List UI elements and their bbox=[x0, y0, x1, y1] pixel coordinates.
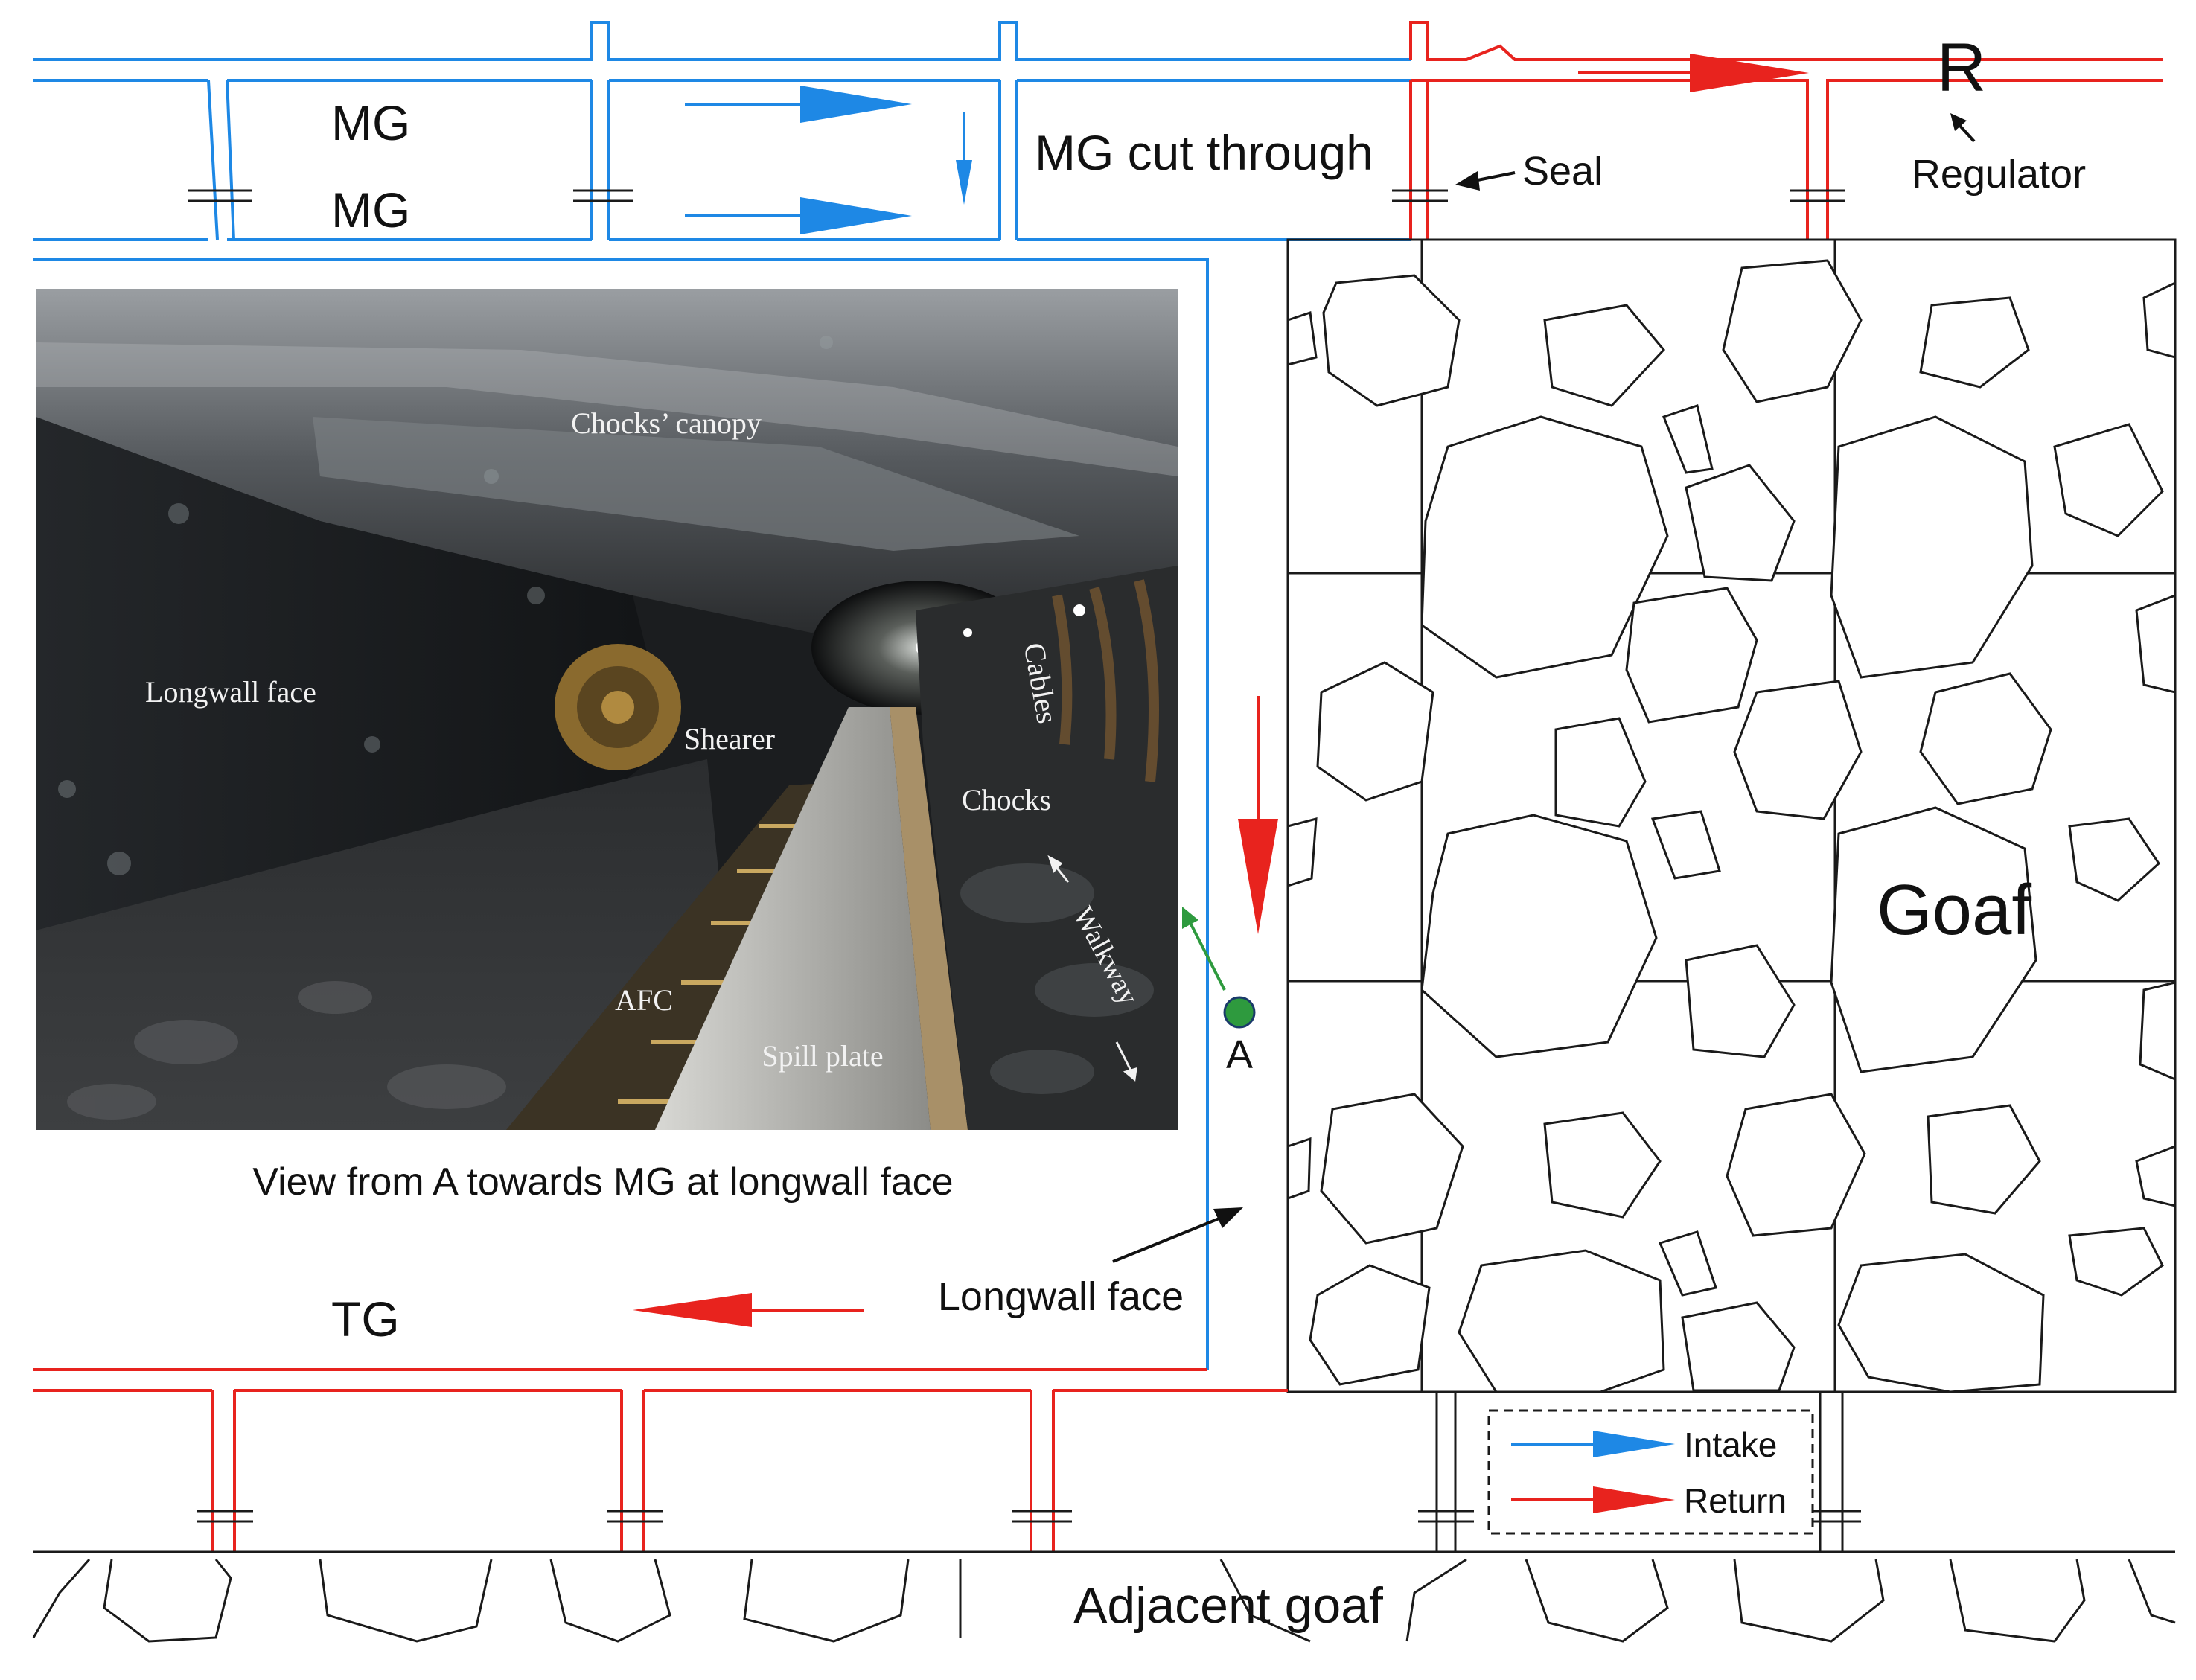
walkway-arrows bbox=[1047, 855, 1137, 1082]
goaf-block bbox=[1286, 238, 2177, 1393]
longwall-photo: Chocks’ canopy Longwall face Shearer Cab… bbox=[36, 289, 1178, 1130]
return-flow-arrows bbox=[633, 54, 1809, 1327]
photo-label-chocks: Chocks bbox=[962, 783, 1051, 817]
longwall-face-annotation: Longwall face bbox=[938, 1207, 1243, 1319]
intake-arrow-icon bbox=[1593, 1431, 1675, 1457]
legend: Intake Return bbox=[1487, 1409, 1814, 1535]
photo-label-shearer: Shearer bbox=[684, 722, 775, 756]
return-arrow-icon bbox=[1593, 1486, 1675, 1513]
intake-flow-arrows bbox=[685, 86, 972, 234]
legend-intake-label: Intake bbox=[1684, 1425, 1777, 1464]
return-seal-stoppings bbox=[1392, 189, 1845, 202]
goaf-label: Goaf bbox=[1877, 870, 2031, 950]
legend-intake-entry: Intake bbox=[1511, 1425, 1777, 1464]
tg-stoppings bbox=[197, 1510, 1861, 1523]
point-a-marker: A bbox=[1182, 907, 1256, 1077]
legend-return-entry: Return bbox=[1511, 1481, 1787, 1520]
tg-label: TG bbox=[331, 1291, 400, 1347]
regulator-label: Regulator bbox=[1912, 152, 2086, 197]
photo-label-longwall-face: Longwall face bbox=[145, 675, 316, 709]
goaf-side-crosscuts bbox=[1435, 1392, 1844, 1552]
mg-roadways bbox=[33, 21, 1411, 1370]
legend-return-label: Return bbox=[1684, 1481, 1787, 1520]
mg-cut-through-label: MG cut through bbox=[1035, 125, 1373, 180]
adjacent-goaf-label: Adjacent goaf bbox=[1073, 1577, 1383, 1634]
point-a-dot bbox=[1223, 996, 1256, 1029]
longwall-face-label: Longwall face bbox=[938, 1274, 1184, 1319]
photo-label-afc: AFC bbox=[615, 983, 673, 1017]
return-roadways-top bbox=[1409, 21, 2163, 240]
regulator-annotation: R Regulator bbox=[1912, 30, 2086, 197]
mg-stoppings bbox=[188, 189, 633, 202]
seal-label: Seal bbox=[1522, 149, 1603, 194]
photo-caption: View from A towards MG at longwall face bbox=[252, 1160, 953, 1204]
adjacent-goaf-strip bbox=[32, 1550, 2176, 1643]
seal-annotation: Seal bbox=[1455, 149, 1603, 194]
mg-label-bottom: MG bbox=[331, 182, 410, 237]
regulator-symbol: R bbox=[1937, 30, 1986, 106]
tg-roadways bbox=[33, 1368, 1288, 1552]
photo-label-spill-plate: Spill plate bbox=[762, 1039, 883, 1073]
mg-label-top: MG bbox=[331, 95, 410, 150]
point-a-label: A bbox=[1226, 1032, 1253, 1077]
photo-label-chocks-canopy: Chocks’ canopy bbox=[571, 406, 762, 440]
